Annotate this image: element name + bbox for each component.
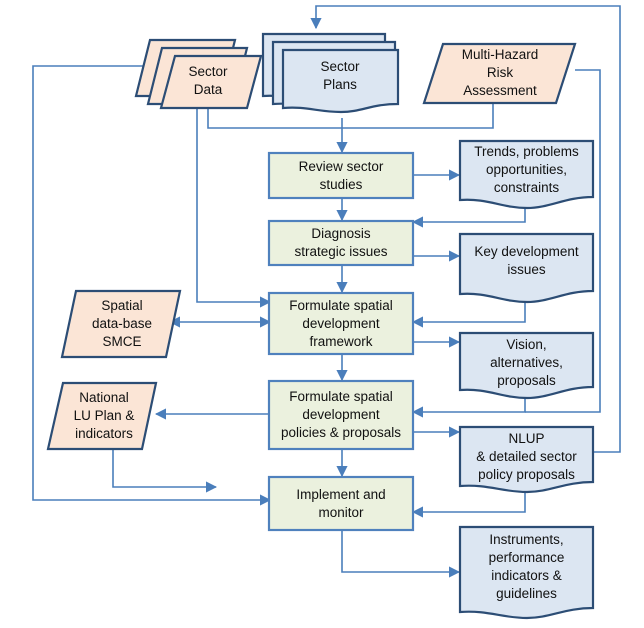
review-process-box [267, 151, 415, 200]
diagnosis-process-box [267, 219, 415, 267]
implement-process-box [267, 475, 415, 532]
connector-implement-to-instruments [341, 530, 461, 578]
connector-lu-plan-to-implement [112, 450, 218, 493]
vision-document-shape [458, 331, 595, 400]
framework-process-box [267, 291, 415, 356]
spatial-database-shape [60, 289, 182, 359]
connector-vision-to-policies [411, 398, 526, 418]
connector-nlup-loop-top [310, 5, 621, 453]
connector-hazard-to-framework [575, 69, 601, 322]
trends-document-shape [458, 139, 595, 210]
key-issues-document-shape [458, 232, 595, 304]
connector-left-loop-to-implement [32, 65, 272, 506]
connector-sector-data-down [207, 100, 494, 129]
sector-plans-shape [261, 32, 400, 114]
connector-keyissues-to-framework [411, 302, 526, 328]
multi-hazard-shape [422, 42, 577, 105]
sector-data-shape [134, 38, 263, 110]
connector-lines [32, 5, 621, 578]
connector-sector-data-to-framework [196, 108, 272, 308]
nlup-document-shape [458, 425, 595, 494]
vision-document-label: Vision,alternatives,proposals [490, 337, 563, 388]
policies-process-box [267, 379, 415, 451]
instruments-document-shape [458, 525, 595, 620]
national-lu-plan-shape [46, 381, 158, 451]
connector-hazard-to-policies [525, 322, 601, 413]
connector-trends-to-diagnosis [411, 208, 526, 228]
